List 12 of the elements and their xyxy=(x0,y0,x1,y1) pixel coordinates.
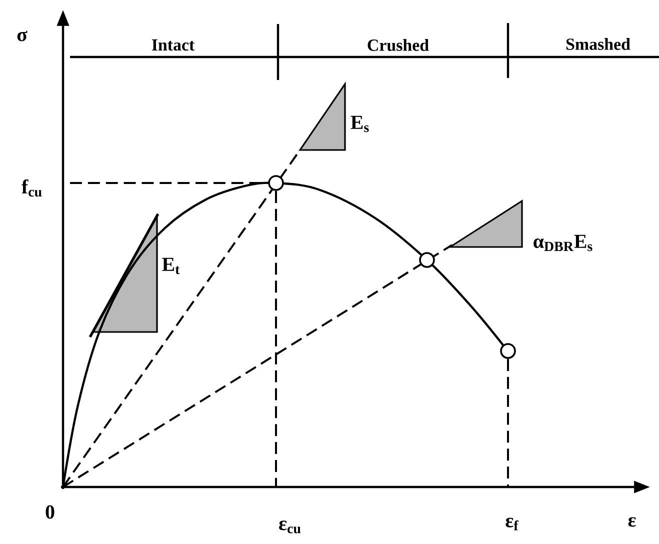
tick-label: 0 xyxy=(46,505,54,519)
region-label: Smashed xyxy=(566,38,630,50)
axis-label: σ xyxy=(17,30,28,42)
slope-label: E$_{s}$ xyxy=(350,116,369,132)
region-label: Crushed xyxy=(368,39,429,51)
tick-label: ε$_{f}$ xyxy=(506,518,518,530)
tick-label: ε$_{cu}$ xyxy=(279,520,301,534)
axis-label: ε xyxy=(628,517,636,527)
tick-label: f$_{cu}$ xyxy=(22,179,42,197)
region-label: Intact xyxy=(152,39,195,51)
slope-label: α$_{DBR}$E$_{s}$ xyxy=(534,234,592,252)
slope-label: E$_{t}$ xyxy=(162,258,180,274)
